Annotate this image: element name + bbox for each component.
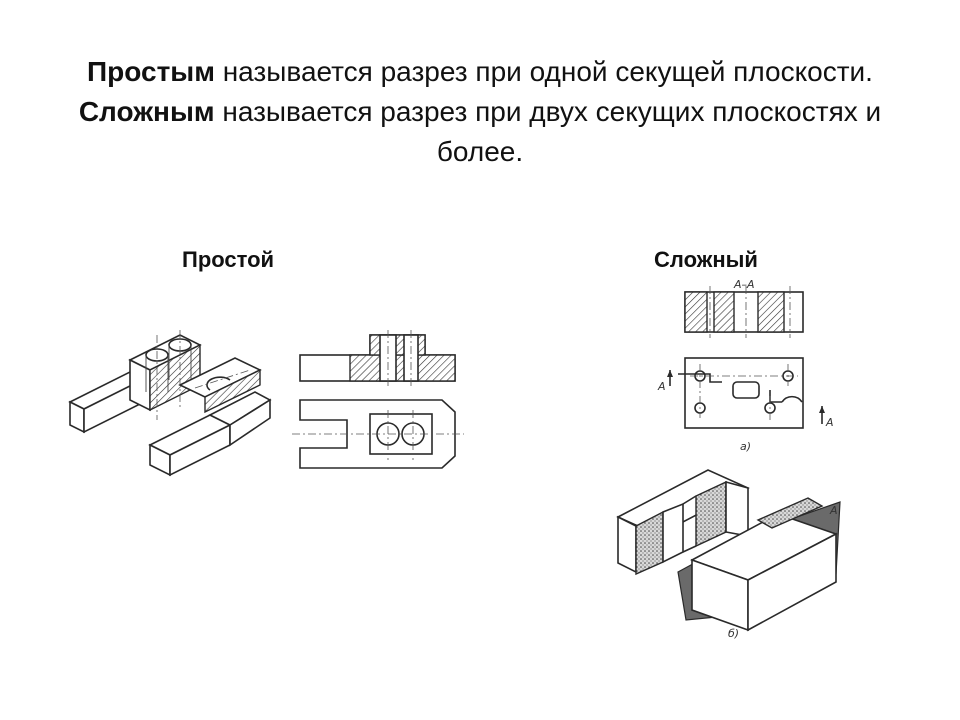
- definition-text: Простым называется разрез при одной секу…: [60, 52, 900, 172]
- label-complex: Сложный: [654, 247, 758, 272]
- iso-part-back-block: [68, 371, 146, 434]
- term-simple: Простым: [87, 56, 215, 87]
- cut-plane-marks: А А: [657, 370, 834, 429]
- simple-section-isometric: [68, 330, 272, 477]
- view-a-caption: а): [740, 440, 751, 453]
- iso-front-body: [690, 497, 839, 632]
- iso-part-raised-block: [128, 330, 202, 420]
- label-simple: Простой: [182, 247, 275, 272]
- iso-back-body: [616, 469, 750, 576]
- section-title-label: А–А: [733, 278, 755, 291]
- top-view: [292, 399, 464, 469]
- plan-view: [678, 357, 804, 429]
- definition-complex: Сложным называется разрез при двух секущ…: [60, 92, 900, 172]
- complex-section-isometric: А б): [616, 469, 841, 640]
- cut-mark-right: А: [825, 416, 834, 429]
- simple-section-views: [292, 330, 464, 469]
- definition-simple-text: называется разрез при одной секущей плос…: [214, 56, 873, 87]
- cut-mark-left: А: [657, 380, 666, 393]
- iso-plane-mark: А: [829, 504, 838, 517]
- definition-simple: Простым называется разрез при одной секу…: [60, 52, 900, 92]
- front-view-section: [299, 330, 456, 388]
- iso-part-fork: [178, 357, 262, 414]
- definition-complex-text: называется разрез при двух секущих плоск…: [214, 96, 882, 167]
- section-a-a: [684, 286, 804, 338]
- iso-part-front-arm: [148, 391, 272, 477]
- term-complex: Сложным: [78, 96, 215, 127]
- view-b-caption: б): [728, 627, 739, 640]
- complex-section-drawing: А–А А А: [657, 278, 834, 453]
